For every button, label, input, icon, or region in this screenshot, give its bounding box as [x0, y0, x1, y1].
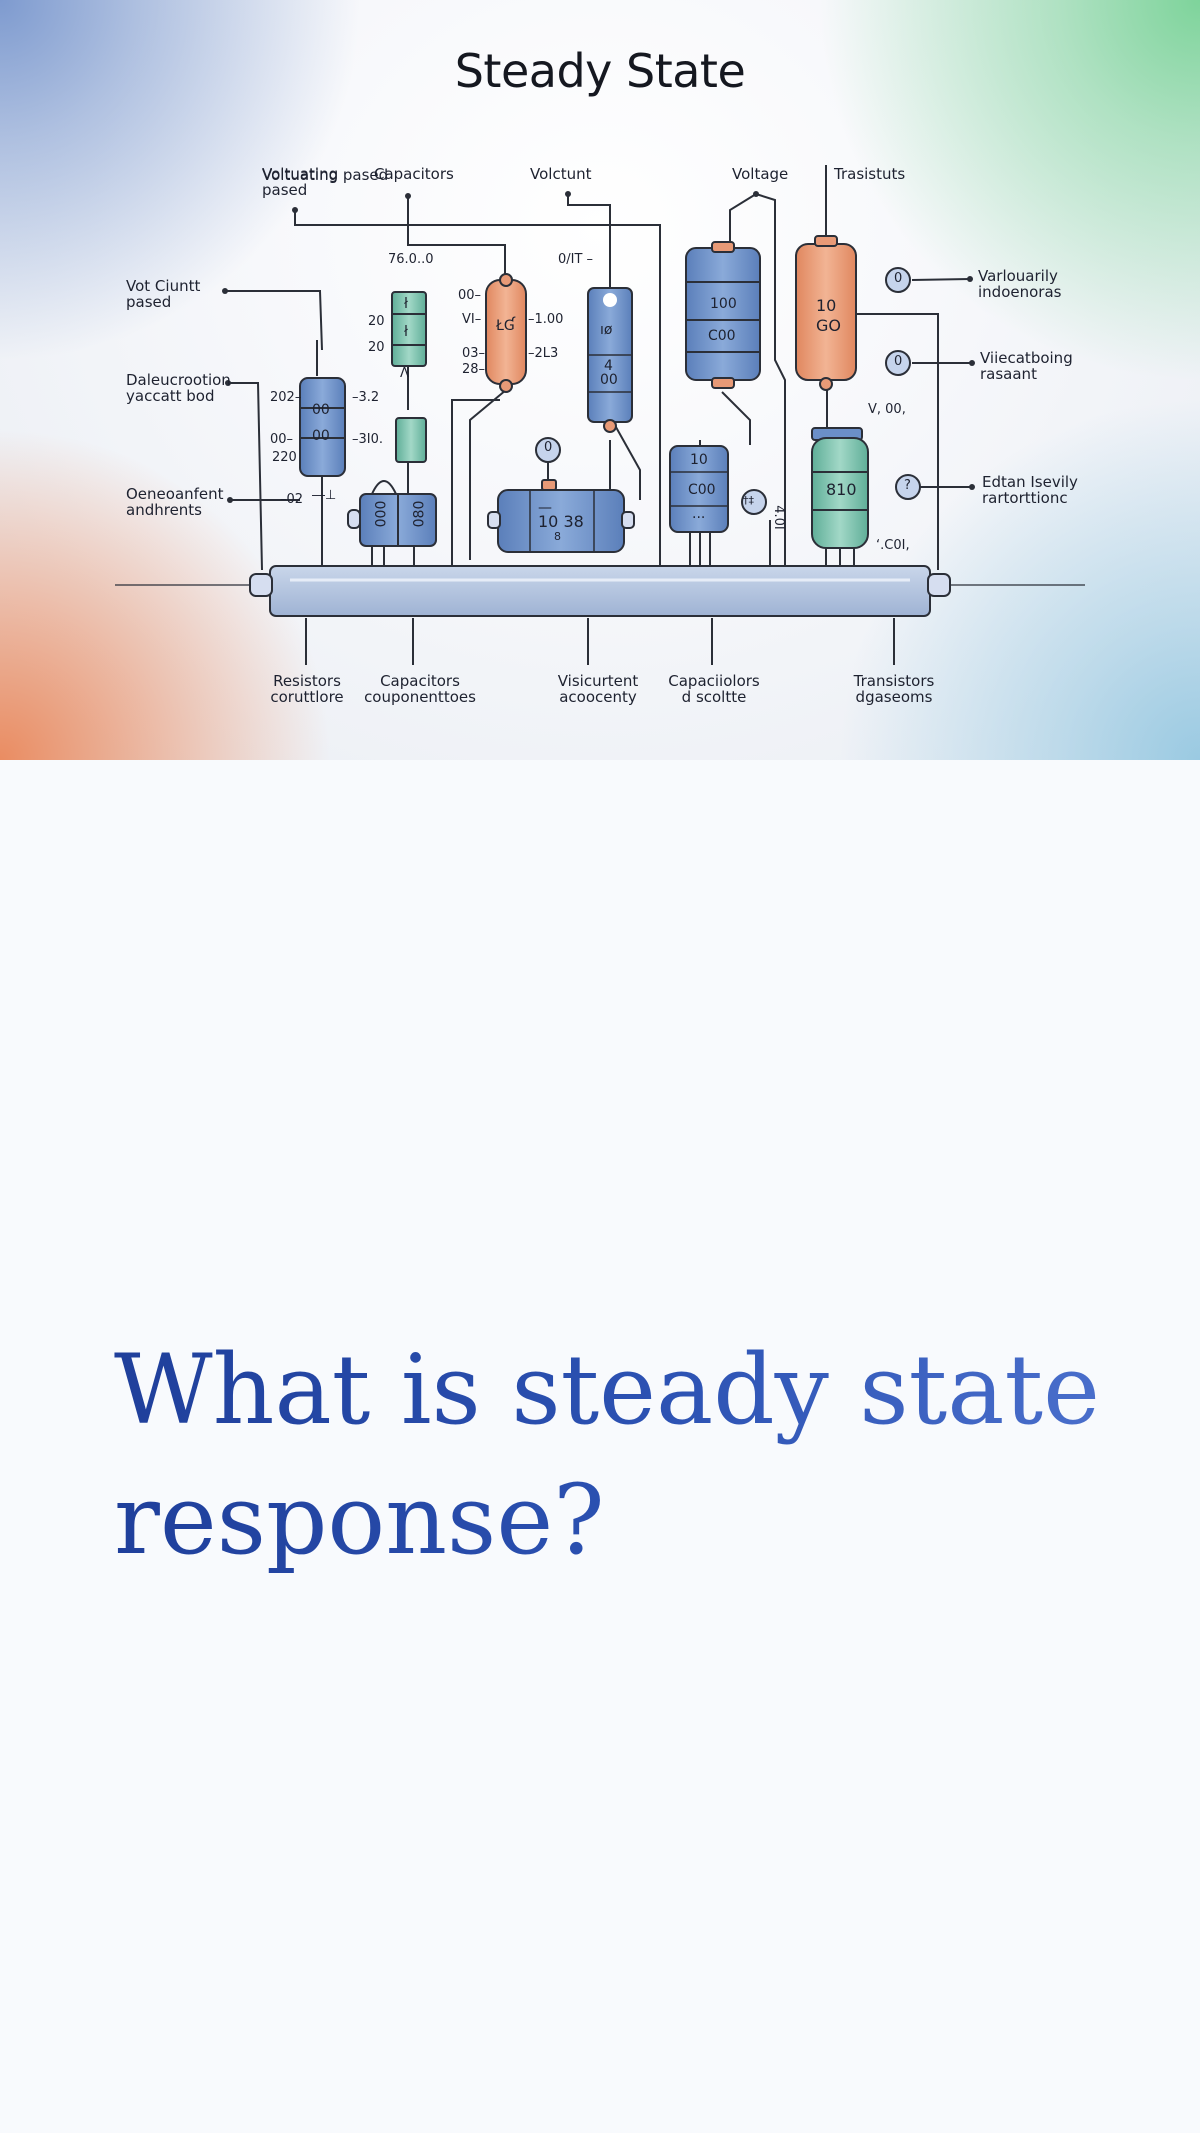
misc-8: 28–	[462, 362, 486, 377]
misc-4: VI–	[462, 312, 482, 327]
right-label-2: Viiecatboing rasaant	[980, 349, 1073, 383]
component-block-small	[669, 445, 729, 566]
misc-13: 00–	[270, 432, 294, 447]
connector-right-2: 0	[894, 354, 903, 369]
small-block-text-1: 10	[690, 452, 708, 468]
hero-title: Steady State	[454, 44, 746, 98]
blue-tall-text-1: ıø	[600, 322, 613, 338]
misc-14: 220	[272, 450, 297, 465]
blue-tall-text-2: 4	[604, 358, 613, 374]
pot-text: †‡	[743, 494, 754, 507]
left-label-3: Oeneoanfent andhrents	[126, 485, 224, 519]
connector-top-center: 0	[544, 440, 553, 455]
blue-big-text-2: C00	[708, 328, 736, 344]
blue-tall-text-3: 00	[600, 372, 618, 388]
misc-6: 20	[368, 340, 385, 355]
bus-bar	[269, 565, 931, 617]
resistor-green-top	[391, 291, 427, 367]
misc-12: –3.2	[352, 390, 380, 405]
misc-5: 20	[368, 314, 385, 329]
misc-2: 0/IT –	[558, 252, 594, 267]
misc-17: ―⊥	[312, 488, 337, 503]
misc-10: –2L3	[528, 346, 559, 361]
misc-3: 00–	[458, 288, 482, 303]
transistor-green-can	[811, 427, 869, 566]
r1-text-2: 00	[312, 428, 330, 444]
top-label-volctunt: Volctunt	[530, 165, 592, 183]
capacitor-blue-big	[685, 241, 761, 389]
right-label-1: Varlouarily indoenoras	[978, 267, 1062, 301]
top-label-voltage: Voltage	[732, 165, 789, 183]
blue-big-text-1: 100	[710, 296, 737, 312]
misc-20: 4.0I	[770, 505, 786, 530]
r2-text-2: ł	[404, 324, 408, 340]
top-label-capacitors: Capacitors	[374, 165, 454, 183]
r2-text-1: ł	[404, 296, 408, 312]
orange-big-text-1: 10	[816, 296, 837, 315]
resistor-left	[299, 377, 346, 477]
bottom-label-2: Capacitors couponenttoes	[364, 672, 476, 706]
component-block-center	[487, 479, 635, 553]
top-label-1: Voltuating pased	[262, 166, 388, 184]
orange-cap-text: ŁƓ	[496, 318, 515, 334]
resistor-green-mid	[395, 417, 427, 463]
center-block-text-2: 10 38	[538, 512, 584, 531]
connector-right-3: ?	[904, 478, 911, 493]
bottom-block-text-1: 000	[373, 500, 390, 528]
hero-illustration: Voltuating pased Steady State Voltuating…	[0, 0, 1200, 760]
left-label-1: Vot Ciuntt pased	[126, 277, 201, 311]
capacitor-orange-big	[795, 235, 857, 391]
left-label-2: Daleucrootion yaccatt bod	[126, 371, 231, 405]
small-block-text-2: C00	[688, 482, 716, 498]
bottom-label-4: Capaciiolors d scoltte	[668, 672, 760, 706]
misc-9: –1.00	[528, 312, 564, 327]
green-can-text: 810	[826, 480, 857, 499]
misc-11: 202–	[270, 390, 302, 405]
top-label-trasistuts: Trasistuts	[834, 165, 906, 183]
question-heading: What is steady state response?	[114, 1325, 1114, 1585]
misc-15: –3I0.	[352, 432, 384, 447]
right-label-3: Edtan Isevily rartorttionc	[982, 473, 1078, 507]
r1-text-1: 00	[312, 402, 330, 418]
bottom-block-text-2: 080	[411, 500, 428, 528]
misc-16: –02	[280, 492, 304, 507]
connector-right-1: 0	[894, 271, 903, 286]
bottom-label-1: Resistors coruttlore	[270, 672, 344, 706]
capacitor-orange-small	[485, 273, 527, 393]
capacitor-blue-tall	[587, 287, 633, 433]
misc-18: V, 00,	[868, 402, 906, 417]
arrow-up-mark: Λ	[400, 366, 409, 381]
small-block-text-3: ...	[692, 506, 706, 522]
component-block-bottom	[347, 480, 437, 566]
misc-19: ‘.C0I,	[876, 538, 910, 553]
top-label-voltuating: Voltuating pased	[262, 165, 339, 199]
center-block-text-1: —	[538, 500, 552, 516]
bottom-label-3: Visicurtent acoocenty	[557, 672, 639, 706]
circuit-diagram: Voltuating pased	[115, 165, 1085, 665]
orange-big-text-2: GO	[816, 316, 841, 335]
bottom-label-5: Transistors dgaseoms	[853, 672, 935, 706]
center-block-text-3: 8	[554, 530, 561, 543]
misc-7: 03–	[462, 346, 486, 361]
misc-1: 76.0..0	[388, 252, 434, 267]
